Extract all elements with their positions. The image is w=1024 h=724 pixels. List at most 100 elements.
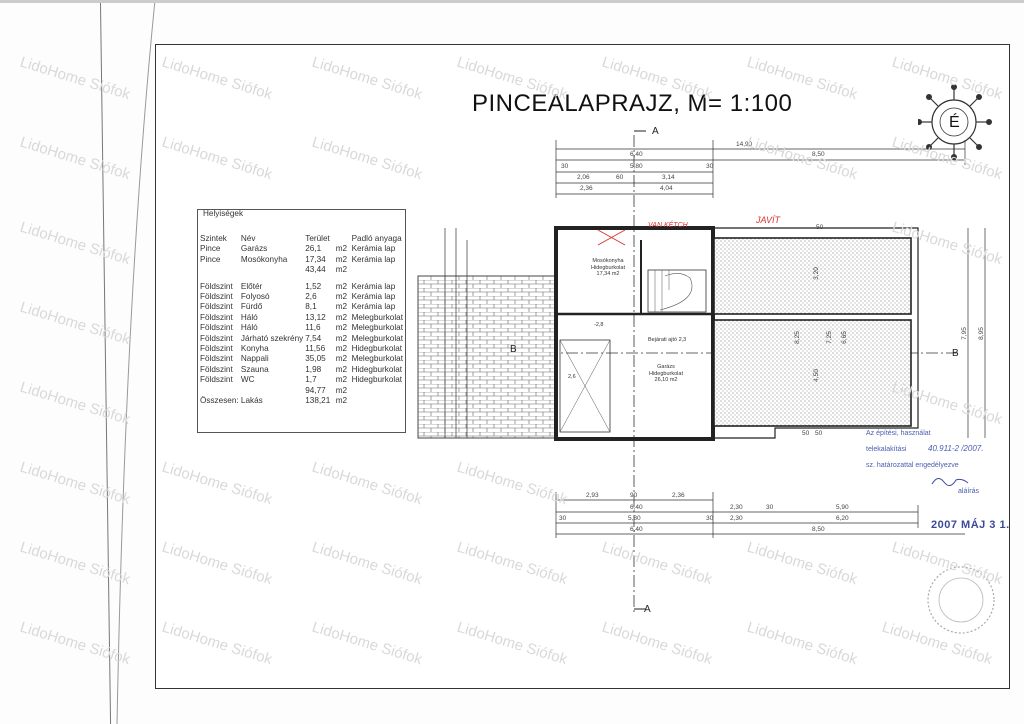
cell: 43,44 <box>305 265 326 275</box>
header-cell: Név <box>240 234 256 243</box>
cell: Háló <box>240 323 258 333</box>
cell: 35,05 <box>305 354 326 364</box>
cell: Földszint <box>200 364 233 374</box>
section-mark-b-left: B <box>510 344 517 355</box>
cell: m2 <box>335 323 348 333</box>
cell: Folyosó <box>240 292 270 302</box>
red-annotation: VAN KÉTCH <box>648 222 688 229</box>
cell: 26,1 <box>305 244 322 254</box>
dim-right: 7,95 <box>960 327 968 340</box>
room-schedule-header: Szintek Név Terület Padló anyaga <box>200 234 405 244</box>
cell: 1,52 <box>305 281 322 291</box>
room-name: Mosókonyha <box>592 258 624 264</box>
cell: Kerámia lap <box>351 302 396 312</box>
dim-bottom: 2,30 <box>730 504 743 511</box>
dim-right: 8,95 <box>977 327 985 340</box>
cell: Hidegburkolat <box>351 344 403 354</box>
cell: 2,6 <box>305 292 317 302</box>
cell: Földszint <box>200 281 233 291</box>
dim-inner: 6,65 <box>840 331 848 344</box>
dim-top: 30 <box>706 163 714 170</box>
cell: Összesen: <box>200 396 239 406</box>
dim-top: 60 <box>616 174 624 181</box>
stamp-line: telekalakítási <box>866 446 907 453</box>
cell: Földszint <box>200 333 233 343</box>
cell: Kerámia lap <box>351 292 396 302</box>
dim-bottom: 8,50 <box>812 526 825 533</box>
dim-top: 2,36 <box>580 185 593 192</box>
cell: m2 <box>335 312 348 322</box>
right-dimension-lines <box>967 228 986 438</box>
staircase <box>647 269 707 313</box>
dim-bottom: 5,80 <box>628 515 641 522</box>
garage-ramp <box>559 339 611 433</box>
cell: m2 <box>335 396 348 406</box>
cell: 138,21 <box>305 396 331 406</box>
cell: Lakás <box>240 396 263 406</box>
cell: Kerámia lap <box>351 281 396 291</box>
cell: Kerámia lap <box>351 244 396 254</box>
stamp-signature-label: aláírás <box>958 488 980 495</box>
cell: Melegburkolat <box>351 312 403 322</box>
cell: m2 <box>335 244 348 254</box>
dim-top: 3,14 <box>662 174 675 181</box>
dim-top: 6,40 <box>630 151 643 158</box>
cell: Földszint <box>200 375 233 385</box>
room-area: 26,10 m2 <box>654 377 678 383</box>
scan-edge-curve <box>116 0 156 724</box>
cell: WC <box>240 375 255 385</box>
dim-bottom: 6,40 <box>630 526 643 533</box>
stamp-number: 40.911-2 /2007. <box>928 444 984 453</box>
date-stamp: 2007 MÁJ 3 1. <box>931 519 1010 531</box>
room-label-laundry: Mosókonyha Hidegburkolat 17,34 m2 <box>578 258 638 278</box>
cell: Földszint <box>200 344 233 354</box>
cell: 11,6 <box>305 323 321 333</box>
cell: m2 <box>335 265 348 275</box>
stamp-line: Az építési, használat <box>866 430 931 437</box>
scan-top-edge <box>0 0 1024 3</box>
dim-bottom: 2,93 <box>586 492 599 499</box>
red-correction-mark <box>597 229 626 246</box>
dim-bottom: 30 <box>766 504 774 511</box>
bottom-dimension-lines <box>555 492 965 538</box>
cell: Fürdő <box>240 302 263 312</box>
section-mark-a-bottom: A <box>644 604 651 615</box>
cell: Pince <box>200 244 221 254</box>
slab-area-north <box>713 237 912 315</box>
cell: Hidegburkolat <box>351 364 403 374</box>
cell: Mosókonyha <box>240 254 288 264</box>
dim-top: 2,06 <box>577 174 590 181</box>
cell: 94,77 <box>305 385 326 395</box>
cell: m2 <box>335 254 348 264</box>
top-dimension-lines <box>555 140 966 198</box>
stamp-line: sz. határozattal engedélyezve <box>866 462 959 469</box>
cell: Pince <box>200 254 221 264</box>
dim-top: 8,50 <box>812 151 825 158</box>
cell: Konyha <box>240 344 269 354</box>
dim-bottom: 30 <box>706 515 714 522</box>
cell: 8,1 <box>305 302 317 312</box>
left-dimension-lines <box>444 228 468 438</box>
drawing-title: PINCEALAPRAJZ, M= 1:100 <box>472 90 793 117</box>
room-label-garage: Garázs Hidegburkolat 26,10 m2 <box>636 364 696 384</box>
cell: 1,7 <box>305 375 317 385</box>
dim-inner: 3,20 <box>812 267 820 280</box>
cell: Kerámia lap <box>351 254 396 264</box>
cell: Melegburkolat <box>351 354 403 364</box>
slab-area-south <box>713 319 912 427</box>
dim-bottom: 90 <box>630 492 638 499</box>
cell: m2 <box>335 333 348 343</box>
cell: m2 <box>335 292 348 302</box>
header-cell: Padló anyaga <box>351 234 402 243</box>
